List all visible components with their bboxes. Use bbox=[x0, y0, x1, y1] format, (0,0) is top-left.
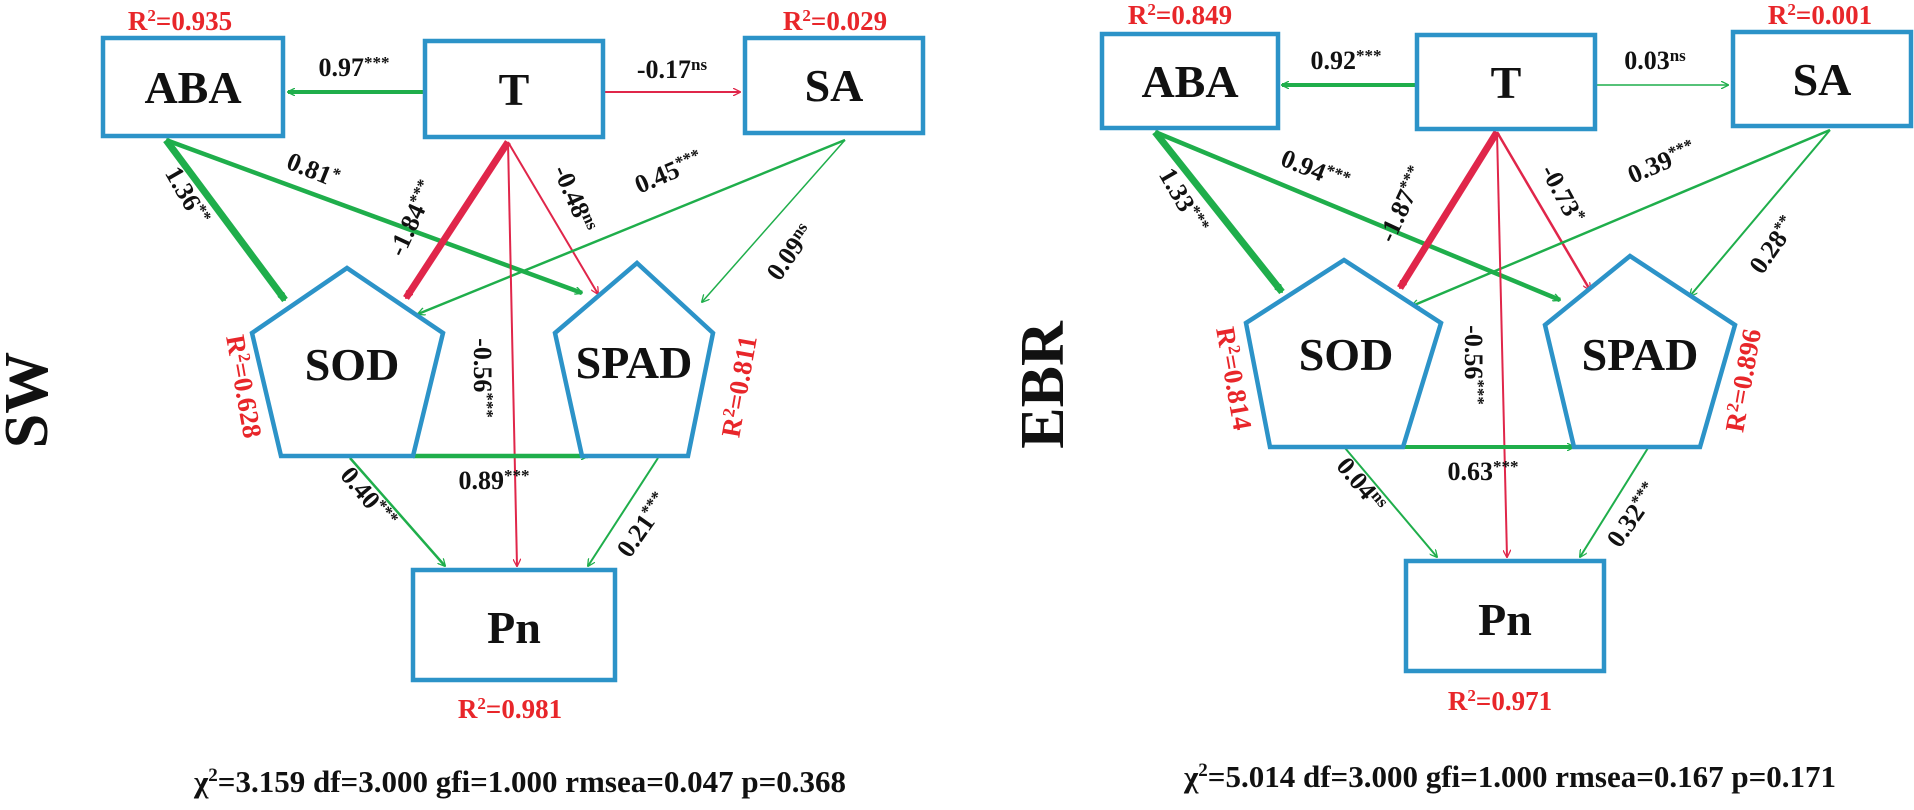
node-sa-label: SA bbox=[1793, 54, 1852, 105]
panel-label: SW bbox=[0, 352, 61, 448]
r2-spad: R2=0.811 bbox=[715, 333, 762, 439]
arrow-t-sod bbox=[403, 140, 511, 300]
coef-spad-pn: 0.32*** bbox=[1601, 478, 1665, 553]
arrow-aba-spad bbox=[165, 137, 582, 296]
node-aba-label: ABA bbox=[1141, 56, 1238, 107]
model-fit-stats: χ2=5.014 df=3.000 gfi=1.000 rmsea=0.167 … bbox=[1183, 759, 1836, 794]
arrow-sod-pn bbox=[349, 457, 445, 566]
arrow-sa-sod bbox=[418, 138, 846, 314]
arrow-sa-spad bbox=[702, 139, 846, 302]
node-sod-label: SOD bbox=[305, 339, 400, 390]
arrow-spad-pn bbox=[1580, 447, 1649, 557]
r2-sa: R2=0.029 bbox=[783, 6, 887, 36]
coef-t-sod: -1.87*** bbox=[1372, 162, 1432, 246]
arrow-sa-spad bbox=[1690, 129, 1831, 296]
node-sod-pentagon bbox=[249, 265, 446, 459]
node-t-label: T bbox=[499, 64, 530, 115]
node-sod-label: SOD bbox=[1299, 329, 1394, 380]
node-sa-box bbox=[742, 35, 926, 136]
r2-aba: R2=0.935 bbox=[128, 6, 232, 36]
node-pn-label: Pn bbox=[1478, 594, 1532, 645]
node-pn-box bbox=[410, 567, 618, 683]
arrow-t-sod bbox=[1397, 130, 1500, 288]
model-fit-stats: χ2=3.159 df=3.000 gfi=1.000 rmsea=0.047 … bbox=[193, 764, 846, 799]
node-sa-label: SA bbox=[805, 60, 864, 111]
node-spad-label: SPAD bbox=[576, 337, 693, 388]
coef-sod-pn: 0.40*** bbox=[335, 461, 403, 534]
node-pn-box bbox=[1403, 558, 1607, 674]
r2-aba: R2=0.849 bbox=[1128, 0, 1232, 30]
coef-aba-sod: 1.33*** bbox=[1153, 163, 1214, 239]
node-aba-label: ABA bbox=[144, 62, 241, 113]
node-t-box bbox=[422, 38, 606, 140]
coef-spad-pn: 0.21*** bbox=[611, 488, 675, 563]
arrow-t-pn bbox=[1496, 131, 1507, 557]
arrow-sod-pn bbox=[1344, 447, 1437, 557]
coef-t-pn: -0.56*** bbox=[1459, 325, 1488, 405]
arrow-t-pn bbox=[507, 141, 517, 566]
coef-t-spad: -0.48ns bbox=[547, 161, 602, 237]
node-pn-label: Pn bbox=[487, 602, 541, 653]
node-sod-pentagon bbox=[1243, 257, 1444, 450]
coef-sa-sod: 0.39*** bbox=[1623, 135, 1700, 189]
coef-t-sod: -1.84*** bbox=[382, 176, 442, 260]
coef-t-aba: 0.92*** bbox=[1311, 46, 1382, 75]
coef-sa-spad: 0.09ns bbox=[760, 218, 819, 285]
r2-sa: R2=0.001 bbox=[1768, 0, 1872, 30]
node-spad-pentagon bbox=[552, 259, 716, 459]
arrow-t-spad bbox=[1495, 131, 1590, 290]
r2-pn: R2=0.981 bbox=[458, 694, 562, 724]
coef-sod-spad: 0.63*** bbox=[1448, 457, 1519, 486]
panel-ebr: EBR ABA T SA SOD SPAD Pn R2=0.849 R2 bbox=[1009, 0, 1914, 794]
coef-t-aba: 0.97*** bbox=[319, 53, 390, 82]
panel-sw: SW ABA T SA SOD SPAD Pn R bbox=[0, 6, 926, 799]
node-sa-box bbox=[1730, 29, 1914, 129]
node-spad-label: SPAD bbox=[1582, 329, 1699, 380]
coef-sod-pn: 0.04ns bbox=[1331, 452, 1393, 518]
arrow-t-spad bbox=[507, 141, 598, 294]
r2-pn: R2=0.971 bbox=[1448, 686, 1552, 716]
path-arrows bbox=[163, 92, 846, 566]
path-arrows bbox=[1152, 85, 1831, 557]
arrow-spad-pn bbox=[588, 457, 659, 566]
coef-sa-sod: 0.45*** bbox=[630, 145, 707, 199]
arrow-aba-sod bbox=[1152, 129, 1285, 295]
arrow-aba-sod bbox=[163, 137, 288, 303]
node-t-label: T bbox=[1491, 57, 1522, 108]
node-spad-pentagon bbox=[1542, 253, 1738, 450]
coef-t-pn: -0.56*** bbox=[468, 338, 497, 418]
coef-t-spad: -0.73* bbox=[1535, 160, 1590, 229]
coef-t-sa: 0.03ns bbox=[1624, 46, 1686, 75]
coef-t-sa: -0.17ns bbox=[637, 55, 708, 84]
panel-label: EBR bbox=[1009, 320, 1077, 449]
arrow-sa-sod bbox=[1412, 128, 1831, 306]
node-aba-box bbox=[1099, 31, 1281, 131]
node-aba-box bbox=[100, 35, 286, 139]
node-t-box bbox=[1414, 32, 1598, 132]
coef-sod-spad: 0.89*** bbox=[459, 466, 530, 495]
